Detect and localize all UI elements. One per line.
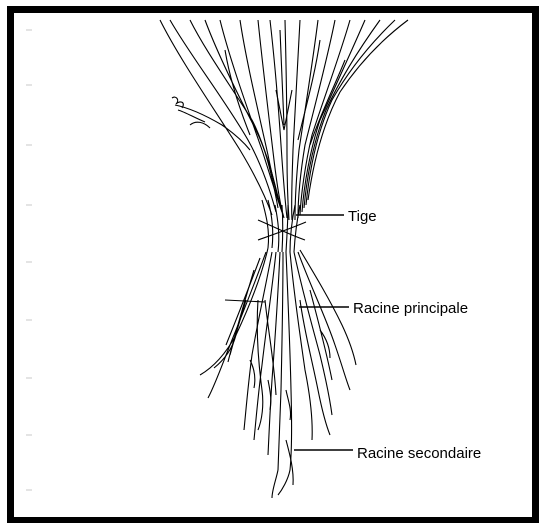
stem-label: Tige [348, 209, 377, 224]
secondary-root-label: Racine secondaire [357, 446, 481, 461]
main-root-label: Racine principale [353, 301, 468, 316]
plant-roots [200, 248, 356, 498]
margin-ticks [26, 30, 32, 490]
plant-stem [258, 200, 306, 252]
plant-leaves [160, 20, 408, 220]
